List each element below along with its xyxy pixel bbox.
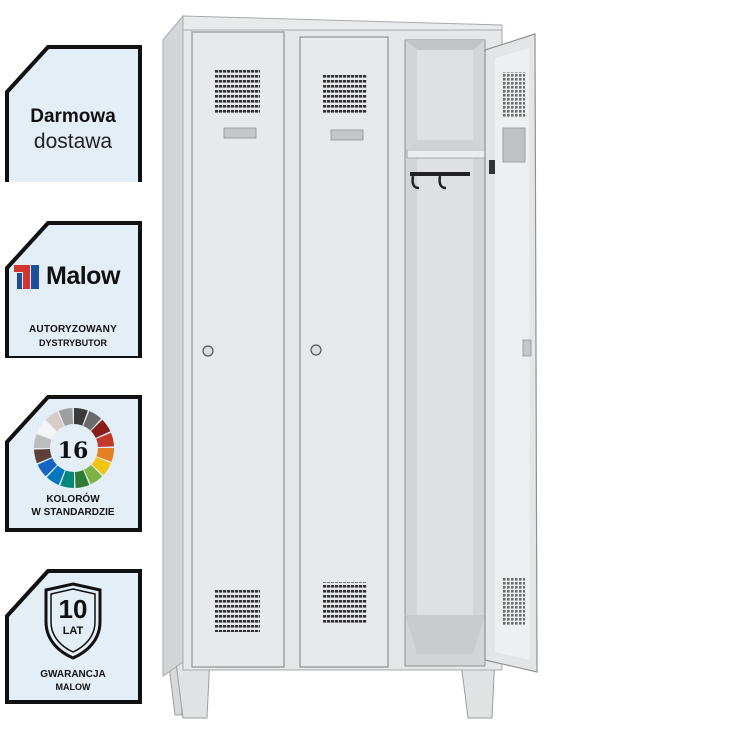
colors-count: 16 bbox=[57, 438, 89, 464]
color-swatch bbox=[37, 420, 57, 439]
badge-frame bbox=[5, 569, 142, 704]
brand-name: Malow bbox=[46, 262, 120, 290]
color-swatch bbox=[91, 457, 111, 476]
color-swatch bbox=[74, 408, 88, 426]
color-swatch bbox=[96, 432, 114, 448]
color-swatch bbox=[58, 408, 74, 426]
color-swatch bbox=[34, 434, 52, 448]
delivery-line1: Darmowa bbox=[30, 106, 116, 127]
color-swatch bbox=[46, 465, 65, 485]
color-swatch bbox=[60, 470, 74, 488]
color-swatch bbox=[74, 470, 90, 488]
free-delivery-badge: Darmowa dostawa bbox=[4, 44, 142, 182]
color-swatch bbox=[45, 411, 64, 432]
malow-logo: Malow bbox=[14, 262, 120, 291]
delivery-line2: dostawa bbox=[33, 130, 113, 153]
color-wheel-icon bbox=[34, 408, 114, 488]
warranty-years: 10 bbox=[58, 594, 88, 624]
malow-logo-icon bbox=[14, 264, 39, 289]
color-swatch bbox=[83, 411, 102, 431]
warranty-line2: MALOW bbox=[55, 682, 91, 692]
warranty-line1: GWARANCJA bbox=[40, 669, 106, 680]
shield-icon bbox=[44, 582, 102, 660]
color-swatch bbox=[90, 419, 111, 438]
badge-frame bbox=[5, 45, 142, 182]
color-swatch bbox=[37, 458, 58, 477]
badge-frame bbox=[5, 221, 142, 358]
warranty-badge: 10 LAT GWARANCJA MALOW bbox=[4, 568, 142, 706]
colors-badge: 16 KOLORÓW W STANDARDZIE bbox=[4, 394, 142, 532]
locker-image bbox=[162, 14, 538, 719]
color-swatch bbox=[34, 448, 52, 464]
warranty-unit: LAT bbox=[62, 625, 84, 637]
colors-line1: KOLORÓW bbox=[46, 494, 100, 505]
color-swatch bbox=[96, 448, 114, 462]
colors-line2: W STANDARDZIE bbox=[31, 507, 115, 518]
authorized-distributor-badge: Malow AUTORYZOWANY DYSTRYBUTOR bbox=[4, 220, 142, 358]
distributor-line2: DYSTRYBUTOR bbox=[38, 338, 107, 348]
distributor-line1: AUTORYZOWANY bbox=[29, 324, 117, 335]
color-swatch bbox=[84, 464, 103, 485]
